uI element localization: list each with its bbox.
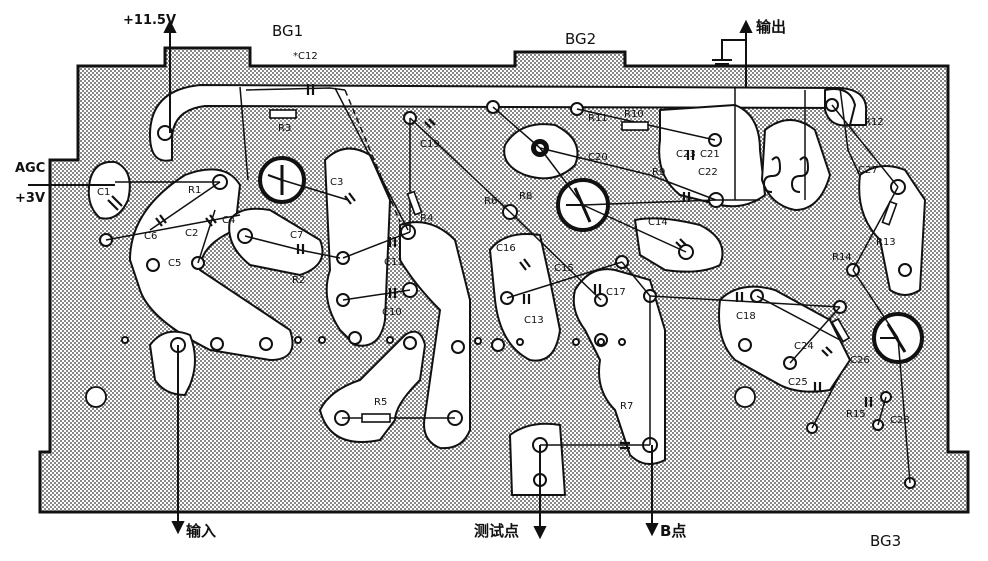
r5-label: R5 [374,397,388,408]
c25-label: C25 [788,377,808,388]
c22-label: C22 [698,167,718,178]
r4-label: R4 [420,213,434,224]
c17-label: C17 [606,287,626,298]
bg2-label: BG2 [565,30,597,48]
c7-label: C7 [290,230,304,241]
c2-label: C2 [185,228,199,239]
r8-label: R8 [519,191,533,202]
r13-label: R13 [876,237,896,248]
c1-label: C1 [97,187,111,198]
r3-label: R3 [278,123,292,134]
r11-label: R11 [588,113,608,124]
c13-label: C13 [524,315,544,326]
c21-label: C21 [700,149,720,160]
c10-label: C10 [382,307,402,318]
test-point-label: 测试点 [474,522,520,540]
c28-label: C28 [890,415,910,426]
r6-label: R6 [484,196,498,207]
agc-label: AGC [15,161,46,176]
power-3v-label: +3V [15,191,45,206]
c6-label: C6 [144,231,158,242]
r10-label: R10 [624,109,644,120]
c20-label: C20 [588,152,608,163]
r7-label: R7 [620,401,634,412]
resistors [269,109,898,423]
c14-label: C14 [648,217,668,228]
r9-label: R9 [652,167,666,178]
r12-label: R12 [864,117,884,128]
r14-label: R14 [832,252,852,263]
c4-label: C4 [222,215,236,226]
capacitors [107,84,873,450]
r15-label: R15 [846,409,866,420]
c3-label: C3 [330,177,344,188]
input-label: 输入 [186,522,217,540]
output-label: 输出 [756,18,787,36]
mounting-holes [85,386,756,408]
c12-label: *C12 [293,51,318,62]
c24-label: C24 [794,341,814,352]
bg1-label: BG1 [272,22,304,40]
c23-label: C23 [676,149,696,160]
bg3-label: BG3 [870,532,902,550]
coils [762,156,810,193]
c16-label: C16 [496,243,516,254]
power-115v-label: +11.5V [123,13,177,28]
c11-label: C11 [384,257,404,268]
c26-label: C26 [850,355,870,366]
external-leads [28,19,753,540]
r2-label: R2 [292,275,306,286]
component-wiring [105,86,911,484]
c5-label: C5 [168,258,182,269]
c27-label: C27 [858,165,878,176]
r1-label: R1 [188,185,202,196]
c18-label: C18 [736,311,756,322]
point-b-label: B点 [660,522,687,540]
c15-label: C15 [554,263,574,274]
c19-label: C19 [420,139,440,150]
